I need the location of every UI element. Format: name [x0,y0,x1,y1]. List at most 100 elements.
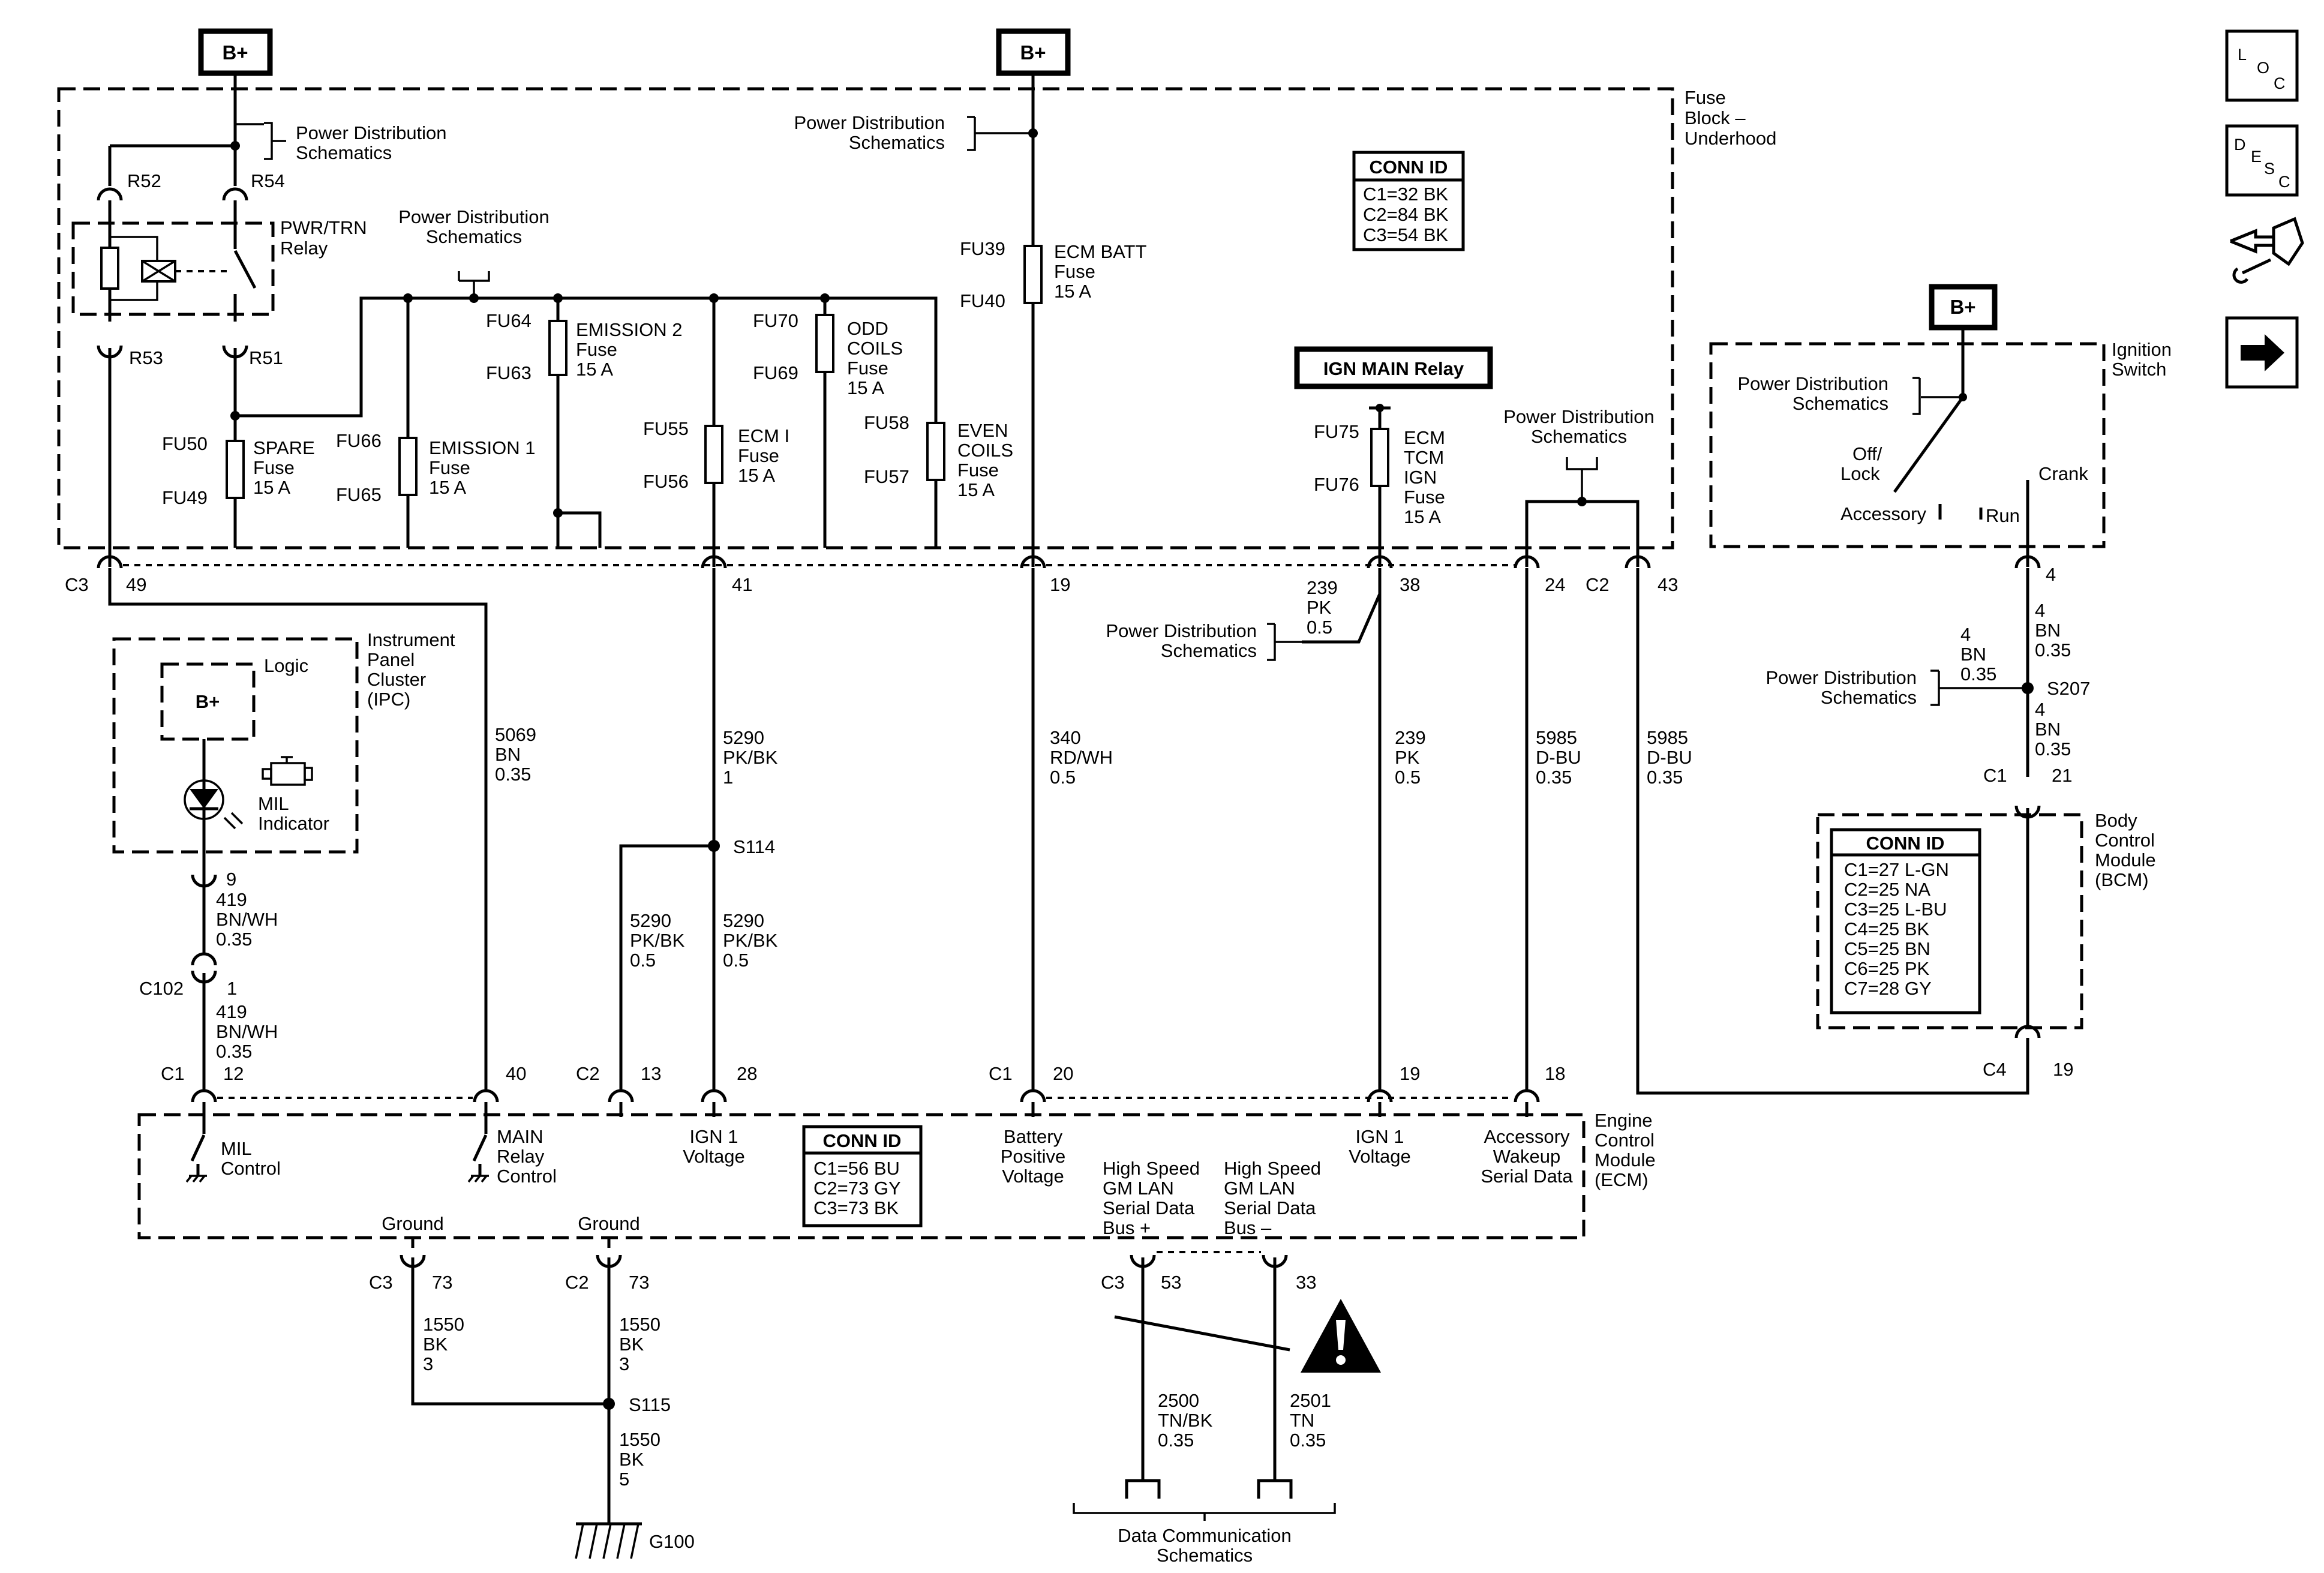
svg-text:3: 3 [423,1353,433,1374]
svg-text:C1: C1 [1983,765,2007,786]
instrument-panel-cluster: Instrument Panel Cluster (IPC) Logic B+ … [112,629,455,882]
pd-ref-bus: Power Distribution Schematics [398,206,550,298]
desc-icon[interactable]: D E S C [2225,124,2299,197]
svg-text:EMISSION 2: EMISSION 2 [576,319,682,340]
svg-text:Serial Data: Serial Data [1103,1197,1195,1218]
ecm-ground-2: Ground [578,1213,639,1234]
ecm-outline [137,1113,1586,1239]
svg-text:18: 18 [1545,1063,1565,1084]
svg-text:FU75: FU75 [1314,421,1359,442]
svg-text:5: 5 [619,1469,629,1490]
svg-text:ODD: ODD [847,318,888,339]
svg-text:L: L [2238,46,2247,64]
svg-text:C4=25 BK: C4=25 BK [1844,918,1930,939]
svg-text:0.35: 0.35 [1960,664,1996,685]
wire-2500: 2500 TN/BK 0.35 [1158,1390,1213,1451]
svg-text:PK: PK [1307,597,1332,618]
svg-text:D-BU: D-BU [1647,747,1692,768]
svg-text:41: 41 [732,574,752,595]
svg-text:Voltage: Voltage [1002,1166,1064,1187]
svg-text:419: 419 [216,1001,247,1022]
svg-text:O: O [2257,59,2269,77]
next-arrow-icon[interactable] [2225,316,2299,389]
svg-text:Fuse: Fuse [253,457,295,478]
svg-text:Control: Control [2095,830,2155,851]
svg-text:C3: C3 [1101,1272,1125,1293]
ecm-accessory-wakeup: Accessory Wakeup Serial Data [1481,1126,1573,1187]
svg-text:5985: 5985 [1536,727,1577,748]
svg-text:PK/BK: PK/BK [630,930,685,951]
wire-1550-right: 1550 BK 3 [619,1314,660,1374]
wire-1550-left: 1550 BK 3 [423,1314,464,1374]
svg-text:C1: C1 [161,1063,185,1084]
svg-text:C3=73 BK: C3=73 BK [813,1197,899,1218]
svg-text:2500: 2500 [1158,1390,1199,1411]
svg-text:C1=56 BU: C1=56 BU [813,1158,900,1179]
svg-text:Body: Body [2095,810,2137,831]
svg-text:C2=73 GY: C2=73 GY [813,1178,901,1199]
svg-text:0.35: 0.35 [1536,767,1572,788]
connector-repair-icon[interactable] [2230,217,2304,284]
svg-text:239: 239 [1395,727,1426,748]
svg-text:Power Distribution: Power Distribution [1765,667,1917,688]
svg-text:IGN 1: IGN 1 [1356,1126,1404,1147]
svg-text:ECM BATT: ECM BATT [1054,241,1146,262]
svg-text:R54: R54 [251,170,285,191]
svg-text:TN/BK: TN/BK [1158,1410,1213,1431]
svg-text:Switch: Switch [2112,359,2166,380]
svg-text:C5=25 BN: C5=25 BN [1844,938,1930,959]
wire-419-upper: 419 BN/WH 0.35 [216,889,278,950]
svg-text:R52: R52 [127,170,161,191]
loc-icon[interactable]: L O C [2225,29,2299,102]
ecm-battery-positive-voltage: Battery Positive Voltage [1001,1126,1066,1187]
svg-text:Serial Data: Serial Data [1224,1197,1316,1218]
svg-text:BN/WH: BN/WH [216,1021,278,1042]
svg-text:S: S [2264,160,2275,178]
emission1-fuse: FU66 FU65 EMISSION 1 Fuse 15 A [336,298,535,548]
svg-text:Battery: Battery [1004,1126,1063,1147]
svg-text:FU63: FU63 [486,362,532,383]
svg-text:COILS: COILS [957,440,1013,461]
svg-text:C4: C4 [1983,1059,2007,1080]
pd-ref-relay: Power Distribution Schematics [235,122,447,163]
svg-text:C1: C1 [989,1063,1013,1084]
svg-text:B+: B+ [1020,41,1046,64]
svg-text:Power Distribution: Power Distribution [296,122,447,143]
svg-text:Off/: Off/ [1852,443,1882,464]
ecm-ground-1: Ground [382,1213,443,1234]
svg-text:FU64: FU64 [486,310,532,331]
svg-text:73: 73 [629,1272,649,1293]
svg-text:419: 419 [216,889,247,910]
svg-text:FU70: FU70 [753,310,798,331]
svg-text:4: 4 [2046,564,2056,585]
svg-text:COILS: COILS [847,338,903,359]
svg-text:Wakeup: Wakeup [1493,1146,1561,1167]
svg-text:Schematics: Schematics [849,132,945,153]
svg-text:Power Distribution: Power Distribution [794,112,945,133]
svg-text:0.35: 0.35 [1290,1430,1326,1451]
svg-text:Power Distribution: Power Distribution [1106,620,1257,641]
wire-5290-left: 5290 PK/BK 0.5 [630,910,685,971]
svg-text:Fuse: Fuse [847,358,888,379]
splice-s207: S207 [2047,678,2090,699]
svg-text:15 A: 15 A [429,477,466,498]
svg-text:C3=25 L-BU: C3=25 L-BU [1844,899,1947,920]
svg-text:CONN ID: CONN ID [1866,833,1945,854]
svg-text:Engine: Engine [1595,1110,1653,1131]
svg-text:9: 9 [226,869,236,890]
wire-1550-lower: 1550 BK 5 [619,1429,660,1490]
svg-text:15 A: 15 A [576,359,613,380]
svg-text:24: 24 [1545,574,1565,595]
svg-text:Indicator: Indicator [258,813,329,834]
svg-text:FU55: FU55 [643,418,689,439]
svg-text:Voltage: Voltage [1349,1146,1410,1167]
svg-text:D-BU: D-BU [1536,747,1581,768]
svg-text:Schematics: Schematics [1161,640,1257,661]
svg-text:0.35: 0.35 [2035,739,2071,760]
svg-text:Serial Data: Serial Data [1481,1166,1573,1187]
svg-text:FU57: FU57 [864,466,909,487]
svg-text:340: 340 [1050,727,1081,748]
svg-text:C2: C2 [1586,574,1610,595]
svg-text:FU76: FU76 [1314,474,1359,495]
svg-text:BN: BN [2035,719,2061,740]
